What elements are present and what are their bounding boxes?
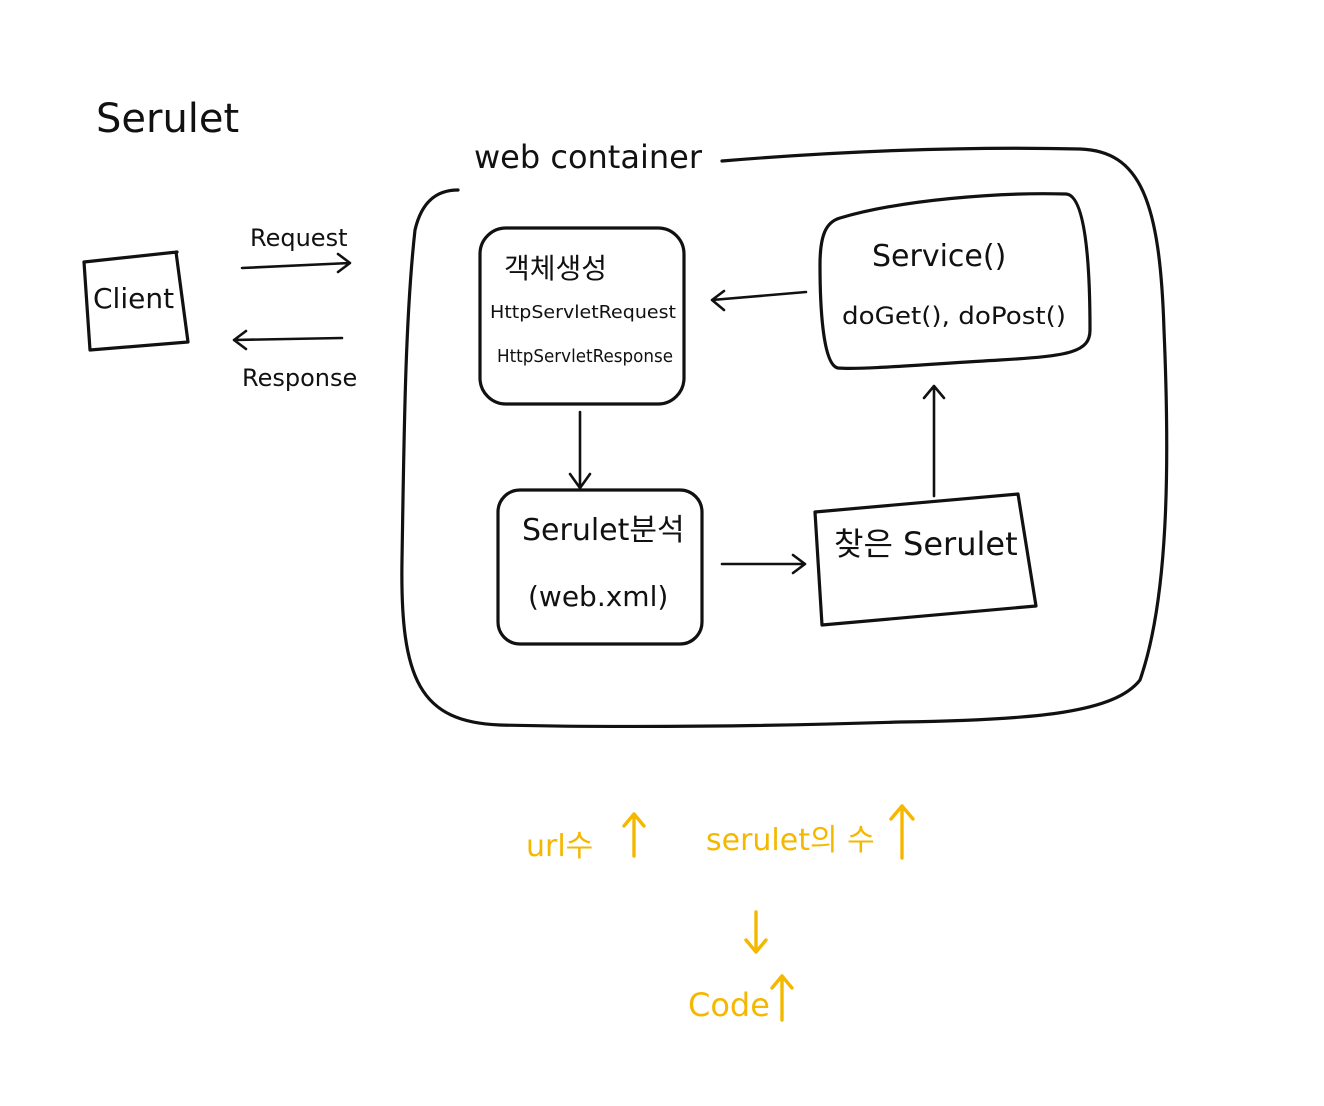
servlet-count-up-arrow <box>889 804 915 860</box>
service-title: Service() <box>872 239 1006 274</box>
object-creation-line1: HttpServletRequest <box>490 302 676 323</box>
url-count-note: url수 <box>526 829 593 864</box>
arrow-service-to-creation <box>710 289 808 312</box>
object-creation-title: 객체생성 <box>504 252 607 285</box>
client-box <box>82 250 190 352</box>
url-count-up-arrow <box>622 812 646 858</box>
web-container-label: web container <box>474 138 703 176</box>
response-label: Response <box>242 364 357 392</box>
service-box <box>818 192 1092 370</box>
arrow-analysis-to-found <box>720 553 807 575</box>
diagram-title: Serulet <box>96 96 239 142</box>
servlet-analysis-line1: (web.xml) <box>528 580 668 613</box>
result-down-arrow <box>744 910 768 954</box>
arrow-creation-to-analysis <box>568 410 592 490</box>
client-label: Client <box>93 282 174 315</box>
servlet-count-note: serulet의 수 <box>706 823 875 858</box>
found-servlet-title: 찾은 Serulet <box>834 525 1018 563</box>
code-up-arrow <box>770 974 794 1022</box>
request-arrow <box>240 252 352 274</box>
servlet-analysis-title: Serulet분석 <box>522 513 685 548</box>
object-creation-line2: HttpServletResponse <box>497 346 673 367</box>
found-servlet-box <box>813 492 1038 627</box>
request-label: Request <box>250 224 348 252</box>
object-creation-box <box>478 226 686 406</box>
service-line1: doGet(), doPost() <box>842 302 1066 330</box>
web-container-outline <box>400 146 1169 729</box>
response-arrow <box>232 329 344 351</box>
code-note: Code <box>688 986 770 1024</box>
servlet-analysis-box <box>496 488 704 646</box>
arrow-found-to-service <box>922 384 946 498</box>
